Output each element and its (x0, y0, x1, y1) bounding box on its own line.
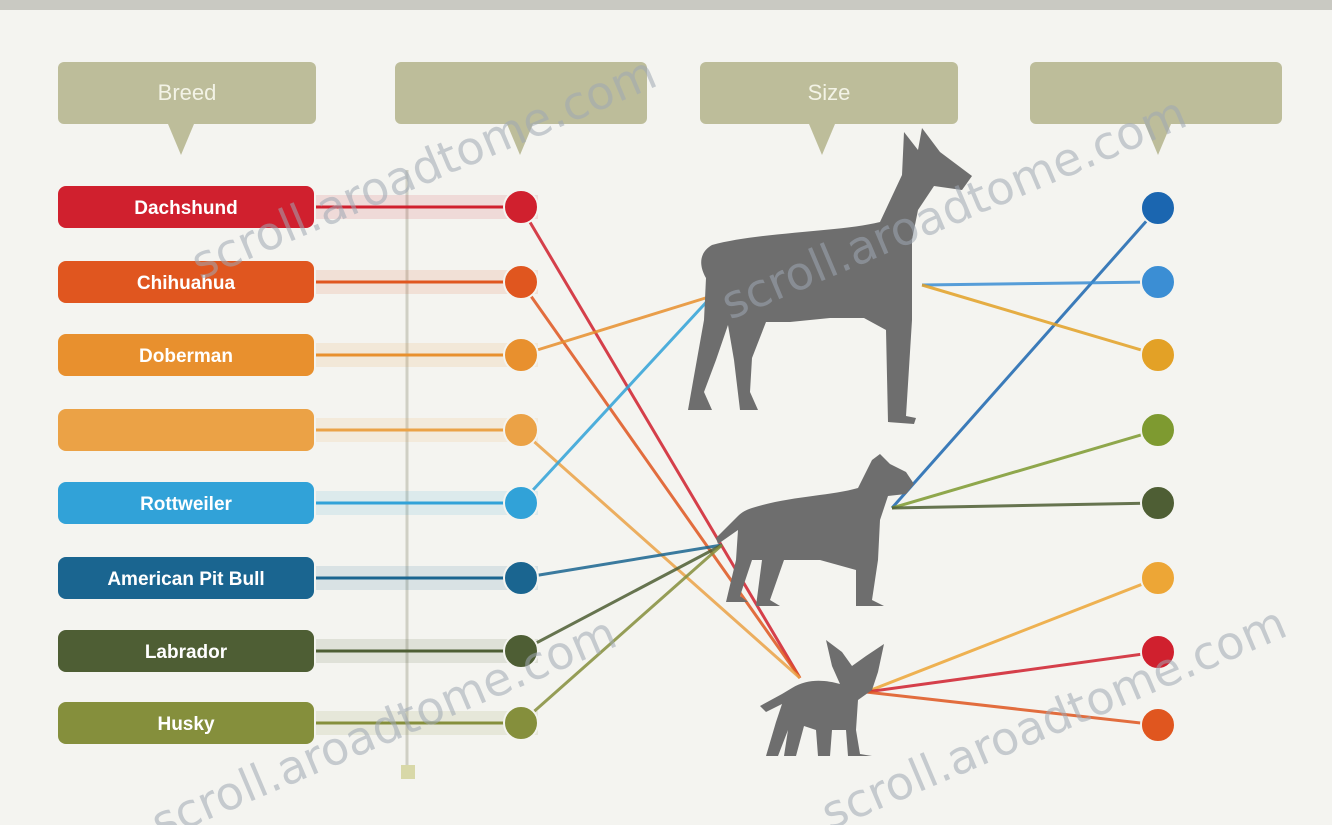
breed-size-link (520, 543, 723, 725)
breed-label: Chihuahua (137, 273, 236, 294)
breed-row: Labrador (58, 630, 539, 672)
breed-pill (58, 261, 314, 303)
size-right-link (865, 576, 1159, 694)
pit-bull-silhouette-icon (716, 454, 914, 606)
breed-row: American Pit Bull (58, 557, 539, 599)
breed-node-circle (503, 189, 539, 225)
breed-pill (58, 409, 314, 451)
breed-row: Rottweiler (58, 482, 539, 524)
size-right-link (891, 428, 1159, 510)
breed-size-link (520, 543, 723, 580)
breed-label: Rottweiler (140, 494, 232, 515)
right-node-circle (1140, 412, 1176, 448)
breed-size-link (519, 206, 802, 679)
right-node-circle (1140, 337, 1176, 373)
guide-line-end (401, 765, 415, 779)
breed-row (58, 409, 539, 451)
breed-row: Dachshund (58, 186, 539, 228)
breed-pill (58, 334, 314, 376)
breed-node-circle (503, 560, 539, 596)
watermark-text: scroll.aroadtome.com (813, 595, 1294, 825)
breed-label: Husky (157, 714, 214, 735)
breed-label: Doberman (139, 346, 233, 367)
chihuahua-silhouette-icon (760, 640, 884, 756)
breed-label: American Pit Bull (107, 569, 264, 590)
size-right-link (865, 650, 1159, 694)
header-breed: Breed (58, 62, 316, 155)
breed-node-circle (503, 264, 539, 300)
size-right-link (865, 690, 1159, 727)
right-node-list (1140, 190, 1176, 743)
breed-label: Labrador (145, 642, 228, 663)
header-column-2 (395, 62, 647, 155)
size-right-link (890, 207, 1160, 509)
breed-pill (58, 557, 314, 599)
links (316, 205, 1160, 727)
breed-size-link (520, 294, 713, 357)
size-right-link (921, 283, 1159, 357)
breed-size-link (520, 543, 723, 653)
breed-pill (58, 186, 314, 228)
right-node-circle (1140, 560, 1176, 596)
breed-row: Chihuahua (58, 261, 539, 303)
breed-pill (58, 630, 314, 672)
breed-pill (58, 482, 314, 524)
doberman-silhouette-icon (688, 128, 972, 424)
header-size-label: Size (808, 80, 851, 105)
breed-label: Dachshund (134, 198, 237, 219)
breed-size-link (519, 281, 802, 679)
right-node-circle (1140, 264, 1176, 300)
right-node-circle (1140, 485, 1176, 521)
right-node-circle (1140, 634, 1176, 670)
breed-size-link (519, 294, 714, 505)
breed-node-circle (503, 337, 539, 373)
breed-node-circle (503, 705, 539, 741)
header-breed-label: Breed (158, 80, 217, 105)
size-right-link (891, 501, 1159, 510)
breed-row: Doberman (58, 334, 539, 376)
breed-node-circle (503, 633, 539, 669)
breed-row: Husky (58, 702, 539, 744)
right-node-circle (1140, 190, 1176, 226)
breed-node-circle (503, 412, 539, 448)
size-right-link (921, 280, 1159, 287)
header-column-4 (1030, 62, 1282, 155)
breed-node-circle (503, 485, 539, 521)
breed-pill (58, 702, 314, 744)
header-size: Size (700, 62, 958, 155)
top-border (0, 0, 1332, 10)
breed-list: DachshundChihuahuaDobermanRottweilerAmer… (58, 186, 539, 744)
right-node-circle (1140, 707, 1176, 743)
